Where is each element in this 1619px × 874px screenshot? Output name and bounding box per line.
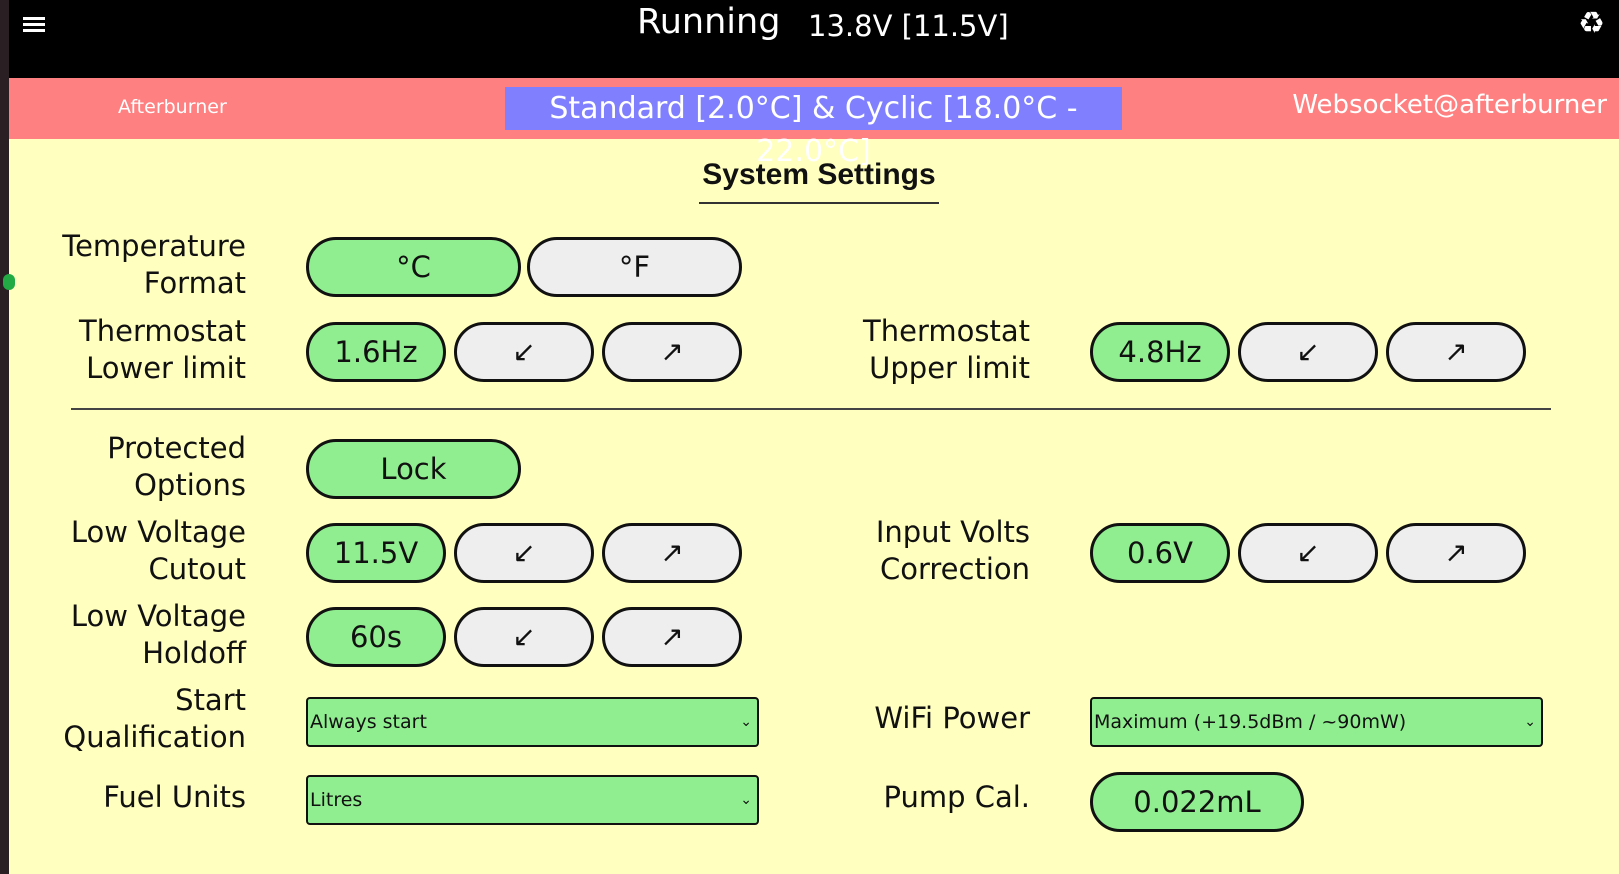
low-voltage-holdoff-decrease-button[interactable]: ↙	[454, 607, 594, 667]
fahrenheit-button[interactable]: °F	[527, 237, 742, 297]
celsius-button[interactable]: °C	[306, 237, 521, 297]
chevron-down-icon: ⌄	[1524, 714, 1536, 730]
lock-button[interactable]: Lock	[306, 439, 521, 499]
input-volts-decrease-button[interactable]: ↙	[1238, 523, 1378, 583]
status-bar: Afterburner Standard [2.0°C] & Cyclic [1…	[9, 78, 1619, 169]
recycle-icon[interactable]: ♻	[1578, 6, 1605, 41]
thermostat-upper-increase-button[interactable]: ↗	[1386, 322, 1526, 382]
low-voltage-cutout-value[interactable]: 11.5V	[306, 523, 446, 583]
wifi-power-value: Maximum (+19.5dBm / ~90mW)	[1094, 711, 1407, 733]
edge-indicator	[3, 274, 15, 290]
thermostat-mode-badge: Standard [2.0°C] & Cyclic [18.0°C - 22.0…	[505, 87, 1122, 169]
wifi-power-select[interactable]: Maximum (+19.5dBm / ~90mW) ⌄	[1090, 697, 1543, 747]
wifi-power-label: WiFi Power	[874, 701, 1030, 735]
thermostat-lower-increase-button[interactable]: ↗	[602, 322, 742, 382]
thermostat-lower-value[interactable]: 1.6Hz	[306, 322, 446, 382]
run-status: Running	[637, 2, 781, 42]
top-bar: Running 13.8V [11.5V] ♻	[9, 0, 1619, 78]
pump-cal-label: Pump Cal.	[883, 780, 1030, 814]
section-divider	[71, 408, 1551, 410]
low-voltage-holdoff-increase-button[interactable]: ↗	[602, 607, 742, 667]
voltage-readout: 13.8V [11.5V]	[808, 9, 1009, 43]
thermostat-upper-value[interactable]: 4.8Hz	[1090, 322, 1230, 382]
pump-cal-value[interactable]: 0.022mL	[1090, 772, 1304, 832]
start-qualification-value: Always start	[310, 711, 427, 733]
fuel-units-select[interactable]: Litres ⌄	[306, 775, 759, 825]
page-title: System Settings	[699, 158, 939, 204]
low-voltage-holdoff-value[interactable]: 60s	[306, 607, 446, 667]
fuel-units-label: Fuel Units	[103, 780, 246, 814]
thermostat-upper-decrease-button[interactable]: ↙	[1238, 322, 1378, 382]
low-voltage-cutout-increase-button[interactable]: ↗	[602, 523, 742, 583]
chevron-down-icon: ⌄	[740, 792, 752, 808]
hamburger-menu-icon[interactable]	[23, 14, 45, 36]
fuel-units-value: Litres	[310, 789, 363, 811]
app-frame: Running 13.8V [11.5V] ♻ Afterburner Stan…	[3, 0, 1619, 874]
input-volts-correction-value[interactable]: 0.6V	[1090, 523, 1230, 583]
start-qualification-select[interactable]: Always start ⌄	[306, 697, 759, 747]
host-name: Afterburner	[118, 96, 227, 118]
chevron-down-icon: ⌄	[740, 714, 752, 730]
websocket-host: Websocket@afterburner	[1292, 90, 1607, 120]
input-volts-increase-button[interactable]: ↗	[1386, 523, 1526, 583]
low-voltage-cutout-decrease-button[interactable]: ↙	[454, 523, 594, 583]
thermostat-lower-decrease-button[interactable]: ↙	[454, 322, 594, 382]
